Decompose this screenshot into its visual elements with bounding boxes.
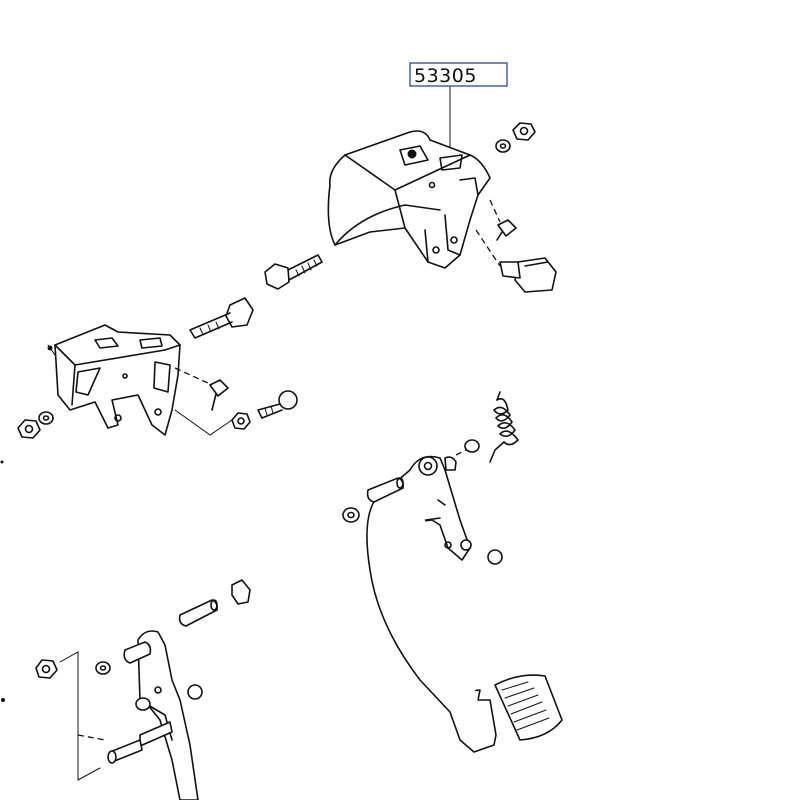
- pedal-bushing-left[interactable]: [342, 507, 360, 523]
- left-bracket-washer[interactable]: [38, 411, 54, 425]
- left-bracket-lower-nut[interactable]: [231, 412, 251, 430]
- return-spring[interactable]: [489, 391, 519, 463]
- clutch-bushing-b[interactable]: [187, 684, 203, 700]
- edge-mark: [1, 698, 5, 702]
- clutch-pivot-bushing[interactable]: [231, 579, 251, 605]
- long-pivot-bolt[interactable]: [264, 254, 323, 290]
- callout-label: 53305: [414, 65, 477, 87]
- left-bracket-bolt[interactable]: [174, 367, 233, 436]
- stop-light-switch[interactable]: [475, 229, 557, 293]
- bracket-small-bolt[interactable]: [489, 199, 517, 241]
- clutch-bushing-a[interactable]: [135, 697, 151, 711]
- part-callout-53305[interactable]: 53305: [409, 62, 508, 151]
- clutch-nut[interactable]: [35, 659, 58, 679]
- callout-box: [409, 62, 508, 87]
- brake-pedal-arm[interactable]: [366, 455, 497, 753]
- upper-pedal-bracket[interactable]: [327, 130, 491, 269]
- clutch-washer[interactable]: [95, 661, 111, 675]
- clutch-pivot-sleeve[interactable]: [178, 599, 218, 627]
- pedal-pivot-sleeve[interactable]: [366, 477, 404, 503]
- pedal-bushing-right[interactable]: [487, 549, 503, 565]
- spring-bushing[interactable]: [455, 439, 480, 456]
- edge-mark: [0, 460, 4, 464]
- clutch-bracket-line: [59, 651, 106, 781]
- left-pedal-bracket[interactable]: [47, 324, 181, 436]
- brake-pedal-pad[interactable]: [494, 674, 563, 741]
- clutch-pedal-arm[interactable]: [107, 630, 199, 800]
- mid-pivot-bolt[interactable]: [189, 297, 254, 339]
- upper-nut[interactable]: [512, 122, 536, 141]
- left-bracket-nut[interactable]: [17, 419, 41, 439]
- ball-stud[interactable]: [257, 390, 298, 419]
- upper-washer[interactable]: [495, 139, 511, 153]
